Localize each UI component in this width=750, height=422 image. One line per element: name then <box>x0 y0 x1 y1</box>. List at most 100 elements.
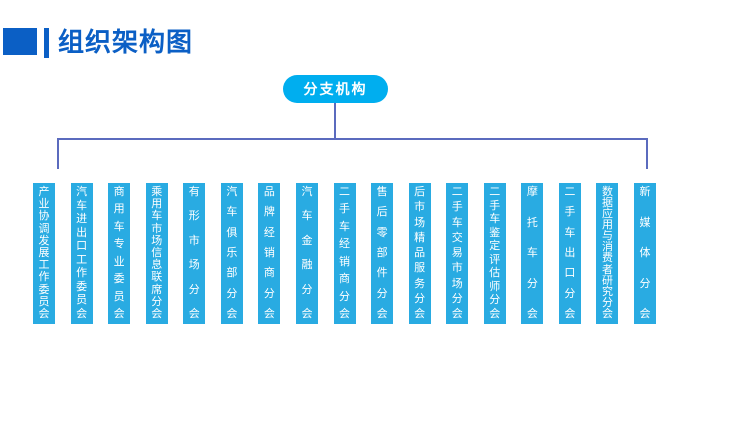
org-branch-char: 作 <box>76 267 88 280</box>
org-branch-char: 业 <box>38 198 50 211</box>
org-branch-char: 委 <box>113 273 125 286</box>
org-branch-char: 用 <box>601 219 613 232</box>
org-branch-char: 汽 <box>301 186 313 198</box>
org-branch-char: 车 <box>301 210 313 223</box>
org-branch-char: 形 <box>188 210 200 223</box>
org-branch-char: 会 <box>226 307 238 320</box>
org-branch-char: 手 <box>451 201 463 214</box>
org-branch-char: 口 <box>564 267 576 280</box>
org-branch-char: 车 <box>339 220 350 233</box>
org-bars: 产业协调发展工作委员会汽车进出口工作委员会商用车专业委员会乘用车市场信息联席分会… <box>33 183 656 324</box>
org-branch-char: 车 <box>451 216 463 229</box>
org-branch-char: 分 <box>414 292 426 305</box>
org-branch-char: 师 <box>489 280 501 293</box>
org-branch-char: 乘 <box>151 186 163 198</box>
org-branch-char: 手 <box>564 206 576 219</box>
org-branch-char: 车 <box>526 247 538 259</box>
org-branch-char: 托 <box>526 216 538 229</box>
org-branch-char: 会 <box>339 307 350 320</box>
org-branch-char: 分 <box>151 295 163 308</box>
org-branch-char: 二 <box>451 186 463 198</box>
org-branch-char: 用 <box>151 198 163 211</box>
org-branch-char: 员 <box>38 295 50 308</box>
org-branch-bar: 品牌经销商分会 <box>258 183 281 324</box>
org-branch-char: 商 <box>263 267 275 280</box>
org-branch-bar: 汽车俱乐部分会 <box>220 183 243 324</box>
org-branch-char: 会 <box>376 307 388 320</box>
org-branch-char: 数 <box>601 186 613 198</box>
org-branch-bar: 新媒体分会 <box>634 183 656 324</box>
org-branch-char: 研 <box>601 274 613 287</box>
org-branch-char: 部 <box>376 246 388 259</box>
org-branch-char: 口 <box>76 240 88 253</box>
org-branch-char: 体 <box>639 247 651 259</box>
org-branch-char: 手 <box>339 203 350 216</box>
org-branch-char: 出 <box>76 226 88 239</box>
org-branch-bar: 摩托车分会 <box>521 183 544 324</box>
org-branch-char: 俱 <box>226 226 238 239</box>
org-branch-char: 后 <box>376 206 388 219</box>
org-branch-char: 乐 <box>226 246 238 259</box>
org-branch-char: 牌 <box>263 206 275 219</box>
org-branch-char: 汽 <box>226 186 238 198</box>
org-branch-char: 精 <box>414 231 426 244</box>
org-branch-char: 展 <box>38 246 50 259</box>
org-branch-char: 定 <box>489 240 501 253</box>
org-branch-char: 出 <box>564 246 576 259</box>
org-branch-char: 与 <box>601 230 613 243</box>
org-branch-char: 场 <box>451 277 463 290</box>
org-branch-char: 委 <box>38 283 50 296</box>
org-branch-char: 车 <box>564 226 576 239</box>
org-branch-char: 分 <box>601 296 613 309</box>
org-branch-bar: 产业协调发展工作委员会 <box>33 183 55 324</box>
org-branch-char: 经 <box>263 226 275 239</box>
org-branch-char: 务 <box>414 277 426 290</box>
org-branch-char: 估 <box>489 267 501 280</box>
org-branch-char: 会 <box>414 308 426 320</box>
org-branch-char: 易 <box>451 247 463 259</box>
org-branch-char: 场 <box>414 216 426 229</box>
org-branch-bar: 售后零部件分会 <box>371 183 394 324</box>
org-branch-char: 委 <box>76 280 88 293</box>
org-branch-char: 席 <box>151 283 163 296</box>
org-branch-char: 新 <box>639 186 651 198</box>
org-branch-char: 会 <box>564 307 576 320</box>
org-branch-char: 分 <box>263 287 275 300</box>
org-branch-char: 产 <box>38 186 50 198</box>
org-branch-char: 会 <box>601 307 613 320</box>
org-branch-char: 市 <box>151 222 163 235</box>
org-branch-char: 零 <box>376 226 388 239</box>
org-branch-char: 部 <box>226 267 238 280</box>
org-branch-char: 作 <box>38 271 50 284</box>
org-branch-char: 销 <box>263 246 275 259</box>
org-branch-char: 信 <box>151 246 163 259</box>
org-branch-bar: 商用车专业委员会 <box>108 183 131 324</box>
org-branch-char: 经 <box>339 238 350 251</box>
org-branch-char: 发 <box>38 234 50 247</box>
org-branch-char: 工 <box>76 253 88 266</box>
org-branch-bar: 二手车出口分会 <box>558 183 581 324</box>
org-branch-char: 有 <box>188 186 200 198</box>
org-branch-char: 究 <box>601 285 613 298</box>
org-branch-char: 员 <box>113 290 125 303</box>
org-branch-char: 会 <box>76 307 88 320</box>
org-branch-char: 联 <box>151 271 163 284</box>
org-branch-char: 市 <box>188 234 200 247</box>
org-branch-char: 会 <box>301 307 313 320</box>
org-branch-char: 融 <box>301 259 313 272</box>
org-branch-char: 金 <box>301 234 313 247</box>
org-branch-char: 二 <box>489 186 501 198</box>
org-branch-char: 会 <box>451 308 463 320</box>
page-title: 组织架构图 <box>58 27 194 57</box>
org-branch-bar: 数据应用与消费者研究分会 <box>596 183 619 324</box>
org-branch-char: 分 <box>301 283 313 296</box>
org-branch-char: 鉴 <box>489 226 501 239</box>
org-branch-char: 销 <box>339 255 350 268</box>
org-branch-char: 用 <box>113 203 125 216</box>
org-branch-bar: 二手车鉴定评估师分会 <box>483 183 506 324</box>
org-branch-char: 费 <box>601 252 613 265</box>
org-branch-char: 商 <box>339 273 350 286</box>
org-branch-char: 会 <box>639 308 651 320</box>
org-branch-char: 车 <box>151 210 163 223</box>
org-branch-char: 车 <box>76 199 88 212</box>
